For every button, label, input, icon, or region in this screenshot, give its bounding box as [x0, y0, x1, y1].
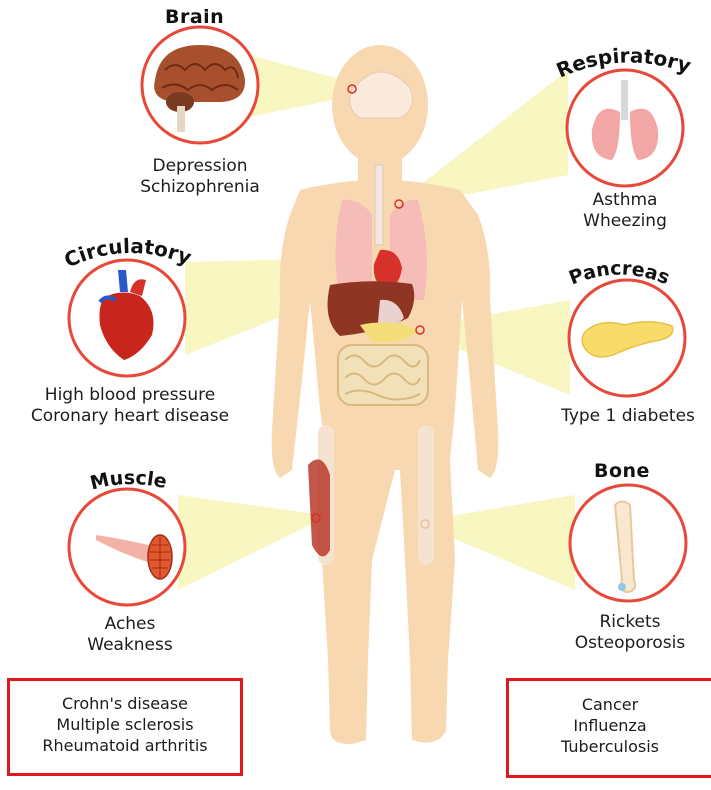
box-item: Cancer — [509, 694, 711, 715]
disease-label: Depression — [120, 156, 280, 177]
disease-box-left: Crohn's disease Multiple sclerosis Rheum… — [7, 678, 243, 776]
disease-label: Weakness — [70, 635, 190, 656]
organ-title-brain: Brain — [165, 6, 224, 28]
caption-pancreas: Type 1 diabetes — [548, 406, 708, 427]
caption-circulatory: High blood pressure Coronary heart disea… — [10, 385, 250, 427]
disease-label: Osteoporosis — [560, 633, 700, 654]
disease-label: Aches — [70, 614, 190, 635]
box-item: Crohn's disease — [10, 693, 240, 714]
caption-bone: Rickets Osteoporosis — [560, 612, 700, 654]
disease-label: Wheezing — [565, 211, 685, 232]
right-femur — [418, 425, 434, 565]
disease-label: Schizophrenia — [120, 177, 280, 198]
disease-label: Coronary heart disease — [10, 406, 250, 427]
disease-label: Type 1 diabetes — [548, 406, 708, 427]
disease-label: Rickets — [560, 612, 700, 633]
disease-label: High blood pressure — [10, 385, 250, 406]
disease-box-right: Cancer Influenza Tuberculosis — [506, 678, 711, 778]
box-item: Multiple sclerosis — [10, 714, 240, 735]
beam-muscle — [178, 495, 316, 590]
organ-title-bone: Bone — [594, 460, 650, 482]
thigh-muscle — [308, 459, 330, 556]
caption-respiratory: Asthma Wheezing — [565, 190, 685, 232]
caption-brain: Depression Schizophrenia — [120, 156, 280, 198]
trachea — [375, 165, 383, 245]
box-item: Influenza — [509, 715, 711, 736]
caption-muscle: Aches Weakness — [70, 614, 190, 656]
box-item: Rheumatoid arthritis — [10, 735, 240, 756]
box-item: Tuberculosis — [509, 736, 711, 757]
disease-label: Asthma — [565, 190, 685, 211]
